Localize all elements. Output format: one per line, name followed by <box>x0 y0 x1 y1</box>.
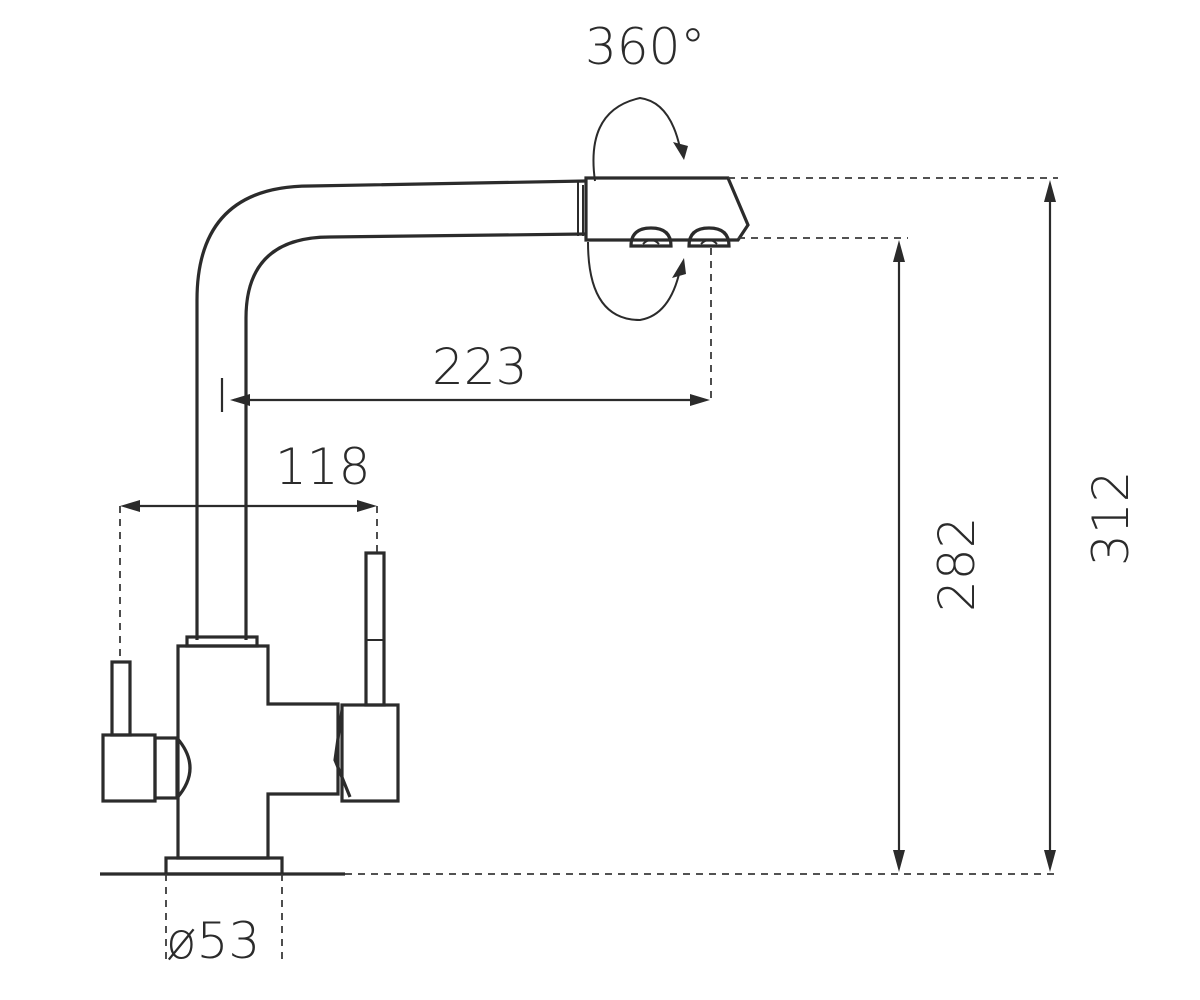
left-handle-housing <box>101 733 157 803</box>
dimension-spout-height: 282 <box>738 237 986 872</box>
dimension-base-diameter: ø53 <box>165 874 283 970</box>
left-handle-dome <box>175 736 192 800</box>
spout-outer-edge <box>195 179 587 640</box>
rotation-arc-upper <box>592 96 681 182</box>
handle-spacing-label: 118 <box>275 438 370 496</box>
rotation-arc-lower <box>587 241 681 322</box>
spout-head <box>584 176 750 242</box>
rotation-indicator: 360° <box>582 18 705 322</box>
left-handle-lever <box>110 660 132 737</box>
spout-height-label: 282 <box>928 517 986 612</box>
faucet-outline <box>101 176 750 876</box>
rotation-label: 360° <box>585 18 705 76</box>
spout-reach-label: 223 <box>432 338 527 396</box>
outlet-nozzle-left <box>629 226 673 248</box>
total-height-label: 312 <box>1082 471 1140 566</box>
valve-body <box>176 644 340 860</box>
rotation-arrow-upper <box>673 142 688 160</box>
base-ring <box>164 856 284 876</box>
right-handle-wedge <box>333 709 352 798</box>
rotation-arrow-lower <box>672 258 686 278</box>
base-diameter-label: ø53 <box>166 912 260 970</box>
spout-inner-edge <box>244 232 587 640</box>
outlet-nozzle-right <box>687 226 731 248</box>
dimension-total-height: 312 <box>728 177 1140 872</box>
dimension-spout-reach: 223 <box>220 248 712 412</box>
left-handle-cap <box>153 736 179 800</box>
right-handle-housing <box>340 703 400 803</box>
dimension-handle-spacing: 118 <box>119 438 378 662</box>
right-handle-lever <box>364 551 386 707</box>
